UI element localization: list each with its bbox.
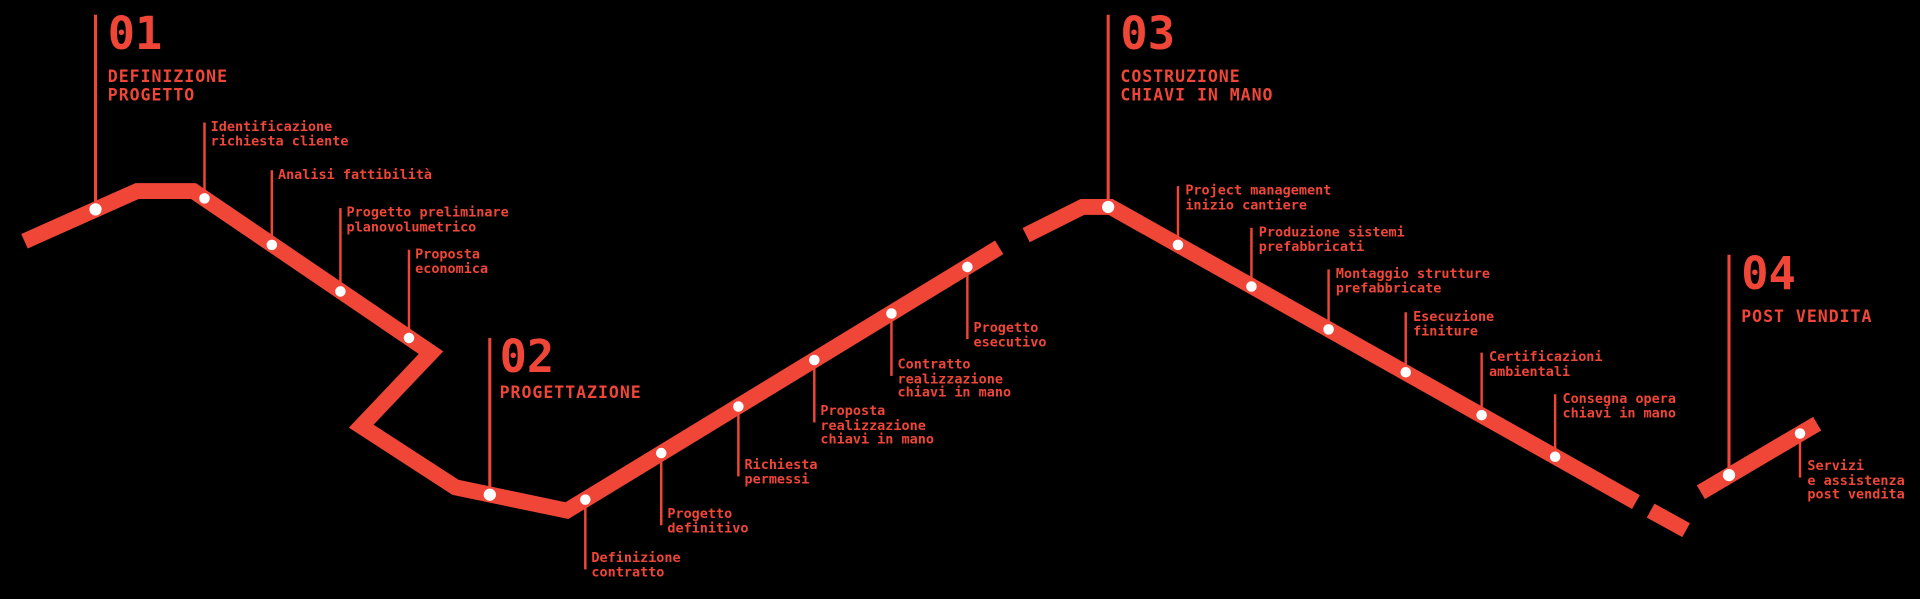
milestone-label: Contratto realizzazione chiavi in mano: [897, 356, 1012, 401]
timeline-line-segment-2: [1022, 198, 1640, 509]
phase-dot: [1102, 200, 1115, 214]
phase-dot: [483, 488, 496, 501]
phase-3-title: COSTRUZIONE CHIAVI IN MANO: [1120, 67, 1274, 106]
milestone-label: Richiesta permessi: [744, 456, 818, 487]
phase-4-title: POST VENDITA: [1741, 307, 1873, 327]
milestone-label: Progetto preliminare planovolumetrico: [346, 204, 509, 235]
milestone-dot: [335, 286, 346, 297]
milestone-label: Produzione sistemi prefabbricati: [1258, 224, 1405, 255]
milestone-label: Servizi e assistenza post vendita: [1807, 457, 1905, 503]
milestone-dot: [1172, 239, 1184, 251]
milestone-dot: [1400, 366, 1411, 378]
milestone-dot: [1323, 324, 1334, 335]
phase-1-title: DEFINIZIONE PROGETTO: [107, 67, 229, 106]
milestone-label: Esecuzione finiture: [1413, 308, 1495, 339]
milestone-label: Proposta realizzazione chiavi in mano: [820, 402, 934, 447]
milestone-dot: [962, 261, 973, 273]
phase-2-number: 02: [499, 330, 555, 384]
timeline-line-segment-3: [1646, 503, 1690, 538]
milestone-dot: [733, 401, 744, 412]
phase-4-number: 04: [1741, 247, 1796, 301]
phase-dot: [1722, 468, 1736, 482]
milestone-dot: [199, 193, 210, 204]
milestone-label: Project management inizio cantiere: [1185, 182, 1332, 213]
milestone-label: Montaggio strutture prefabbricate: [1335, 265, 1491, 296]
milestone-label: Identificazione richiesta cliente: [210, 118, 349, 149]
milestone-dot: [1246, 281, 1257, 292]
milestone-dot: [886, 308, 897, 319]
milestone-dot: [1476, 409, 1487, 421]
phase-3-number: 03: [1120, 7, 1175, 61]
timeline-line-segment-1: [21, 183, 1004, 520]
milestone-label: Definizione contratto: [591, 549, 681, 580]
milestone-label: Progetto definitivo: [667, 505, 749, 536]
phase-2-title: PROGETTAZIONE: [499, 383, 642, 403]
milestone-dot: [580, 494, 591, 505]
milestone-label: Consegna opera chiavi in mano: [1562, 390, 1676, 421]
milestone-dot: [1794, 428, 1806, 439]
milestone-label: Progetto esecutivo: [973, 319, 1047, 350]
milestone-label: Analisi fattibilità: [277, 166, 433, 183]
milestone-dot: [1549, 451, 1561, 463]
milestone-dot: [266, 239, 278, 251]
milestone-label: Certificazioni ambientali: [1488, 348, 1603, 379]
milestone-dot: [403, 332, 415, 344]
milestone-dot: [655, 447, 667, 459]
milestone-dot: [809, 354, 820, 366]
phase-dot: [89, 203, 102, 216]
milestone-label: Proposta economica: [415, 246, 489, 277]
phase-1-number: 01: [107, 7, 163, 61]
